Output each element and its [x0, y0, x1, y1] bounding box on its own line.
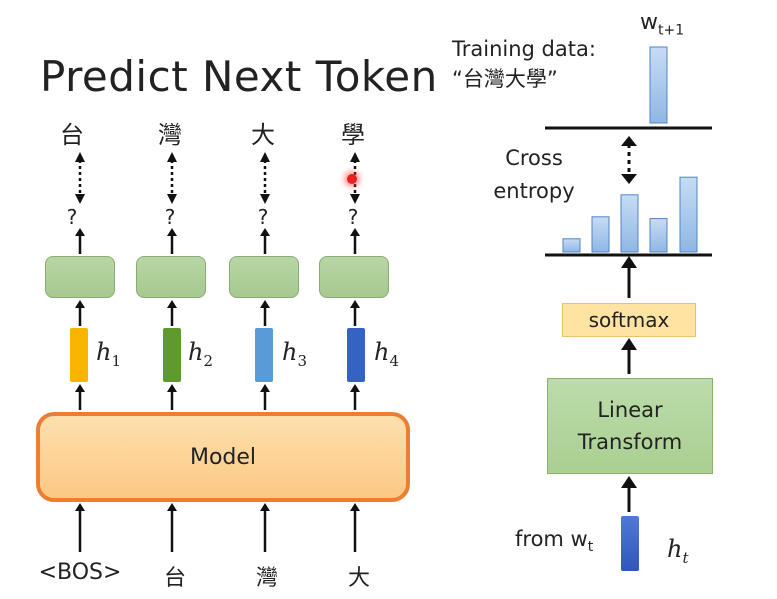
output-token-3: 大 — [251, 121, 275, 149]
input-arrow-3-head — [260, 503, 270, 511]
hidden-to-head-arrow-4-head — [350, 300, 360, 308]
from-wt-label: from wt — [515, 527, 594, 556]
input-token-2: 台 — [163, 566, 186, 591]
page-title: Predict Next Token — [40, 52, 438, 101]
output-token-2: 灣 — [158, 121, 182, 149]
dotted-link-down-head-2 — [167, 194, 177, 204]
hidden-to-head-arrow-1-head — [75, 300, 85, 308]
output-head-4 — [319, 256, 389, 298]
target-distribution — [649, 46, 668, 124]
dotted-link-up-head-4 — [350, 152, 360, 162]
head-to-unknown-arrow-1-head — [75, 228, 85, 236]
output-head-3 — [229, 256, 299, 298]
output-head-2 — [136, 256, 206, 298]
predicted-bar-4 — [649, 218, 668, 253]
dotted-link-up-head-1 — [75, 152, 85, 162]
model-label: Model — [189, 444, 257, 470]
softmax-box: softmax — [562, 303, 696, 337]
predicted-bar-5 — [679, 176, 698, 253]
predicted-distribution — [562, 176, 698, 253]
training-data-title: Training data: — [452, 37, 596, 61]
predicted-bar-2 — [591, 216, 610, 253]
dotted-link-down-head-4 — [350, 194, 360, 204]
hidden-vector-2 — [163, 328, 181, 382]
training-data-text: “台灣大學” — [452, 67, 558, 91]
hidden-to-head-arrow-2-head — [167, 300, 177, 308]
input-token-1: <BOS> — [38, 560, 122, 585]
linear-out-arrowhead — [621, 338, 637, 350]
softmax-out-arrowhead — [621, 256, 637, 268]
output-head-1 — [45, 256, 115, 298]
model-to-hidden-arrow-3-head — [260, 384, 270, 392]
hidden-label-2: h2 — [188, 338, 214, 370]
dotted-link-down-head-3 — [260, 194, 270, 204]
linear-label-line2: Transform — [577, 430, 683, 454]
cross-entropy-arrowhead-down — [621, 174, 637, 184]
input-arrow-2-head — [167, 503, 177, 511]
hidden-label-4: h4 — [374, 338, 400, 370]
target-bar-4 — [649, 46, 668, 124]
unknown-mark-1: ? — [66, 205, 78, 229]
ht-label: ht — [667, 535, 689, 567]
model-to-hidden-arrow-2-head — [167, 384, 177, 392]
dotted-link-up-head-2 — [167, 152, 177, 162]
training-data-label: Training data: “台灣大學” — [452, 34, 596, 94]
predicted-bar-3 — [620, 194, 639, 253]
left-arrows — [75, 152, 360, 552]
linear-label-line1: Linear — [597, 398, 663, 422]
dotted-link-down-head-1 — [75, 194, 85, 204]
model-to-hidden-arrow-4-head — [350, 384, 360, 392]
head-to-unknown-arrow-4-head — [350, 228, 360, 236]
hidden-label-1: h1 — [96, 338, 122, 370]
unknown-mark-2: ? — [164, 205, 176, 229]
hidden-vector-4 — [347, 328, 365, 382]
model-to-hidden-arrow-1-head — [75, 384, 85, 392]
input-arrow-1-head — [75, 503, 85, 511]
laser-pointer — [347, 174, 357, 184]
output-token-4: 學 — [341, 121, 365, 149]
head-to-unknown-arrow-2-head — [167, 228, 177, 236]
hidden-label-3: h3 — [282, 338, 308, 370]
input-token-4: 大 — [347, 566, 370, 591]
output-token-1: 台 — [60, 121, 84, 149]
cross-entropy-arrowhead-up — [621, 136, 637, 146]
predicted-bar-1 — [562, 238, 581, 253]
hidden-vector-3 — [255, 328, 273, 382]
ht-in-arrowhead — [621, 476, 637, 488]
cross-entropy-label: Cross entropy — [493, 146, 575, 203]
model-box: Model — [36, 412, 410, 502]
target-token-label: wt+1 — [640, 10, 685, 39]
hidden-to-head-arrow-3-head — [260, 300, 270, 308]
right-arrows — [545, 126, 712, 512]
dotted-link-up-head-3 — [260, 152, 270, 162]
unknown-mark-4: ? — [347, 205, 359, 229]
linear-transform-box: Linear Transform — [547, 378, 713, 474]
hidden-vector-1 — [70, 328, 88, 382]
input-arrow-4-head — [350, 503, 360, 511]
input-token-3: 灣 — [255, 566, 278, 591]
softmax-label: softmax — [588, 308, 670, 332]
unknown-mark-3: ? — [257, 205, 269, 229]
head-to-unknown-arrow-3-head — [260, 228, 270, 236]
ht-vector — [621, 516, 639, 571]
